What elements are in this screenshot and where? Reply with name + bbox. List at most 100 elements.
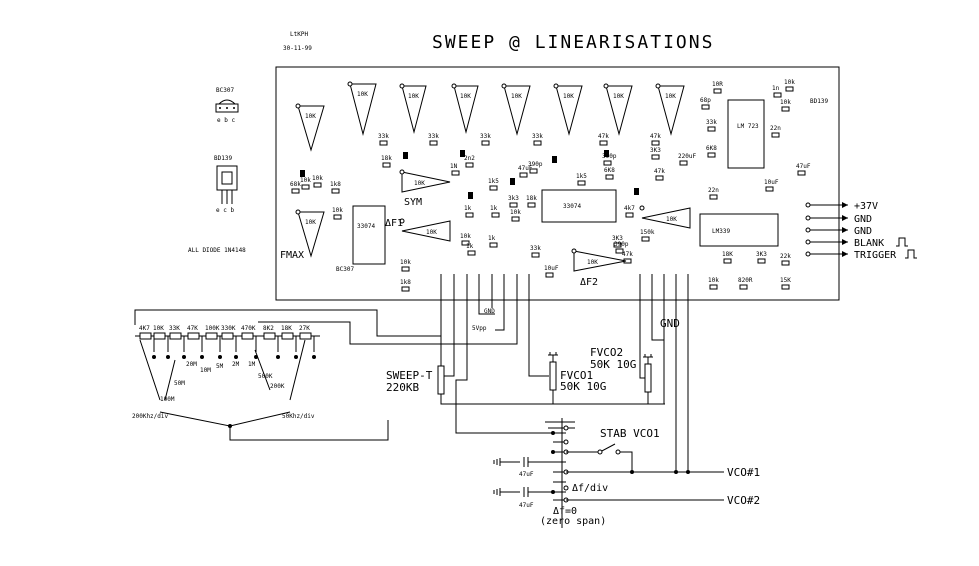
- connector-block: +37V GND GND BLANK TRIGGER: [805, 201, 917, 261]
- component-label-11: 6K8: [706, 145, 717, 152]
- trimmer-value-8: 10K: [305, 219, 316, 226]
- component-label-8: 1n: [772, 85, 780, 92]
- fvco2-value: 50K 10G: [590, 358, 636, 371]
- range-contact-4: [218, 355, 222, 359]
- component-label-7: 10k: [784, 79, 795, 86]
- component-body-40: [613, 242, 622, 248]
- component-label-27: 22n: [708, 187, 719, 194]
- component-body-27: [709, 194, 718, 200]
- component-body-7: [785, 86, 794, 92]
- range-resistor-label-5: 330K: [221, 325, 236, 332]
- component-body-16: [529, 168, 538, 174]
- ic-lm723: [727, 99, 765, 169]
- component-body-55: [781, 106, 790, 112]
- trimmer-value-5: 10K: [563, 93, 574, 100]
- range-label-5: 50M: [174, 380, 185, 387]
- fvco2-label: FVCO2: [590, 346, 623, 359]
- component-body-19: [679, 160, 688, 166]
- component-body-5: [651, 140, 660, 146]
- component-body-20: [655, 175, 664, 181]
- component-body-8: [773, 92, 782, 98]
- trimmer-0: [297, 105, 325, 152]
- svg-text:BC307: BC307: [216, 87, 234, 94]
- range-resistor-label-9: 27K: [299, 325, 310, 332]
- component-body-15: [451, 170, 460, 176]
- trimmer-pad-11: [571, 248, 577, 254]
- range-resistor-5: [221, 332, 234, 340]
- component-body-54: [511, 216, 520, 222]
- range-contact-7: [276, 355, 280, 359]
- gnd-inside-label: GND: [484, 308, 495, 315]
- trimmer-5: [555, 85, 583, 136]
- trimmer-value-11: 10K: [587, 259, 598, 266]
- component-label-4: 47k: [598, 133, 609, 140]
- component-label-18: 3K3: [650, 147, 661, 154]
- component-label-16: 390p: [528, 161, 543, 168]
- range-label-7: 500K: [258, 373, 273, 380]
- component-label-52: 15K: [780, 277, 791, 284]
- bd139-pinout: BD139 e c b: [214, 155, 238, 214]
- range-label-6: 100M: [160, 396, 175, 403]
- trimmer-pad-2: [399, 83, 405, 89]
- range-resistor-6: [241, 332, 254, 340]
- svg-text:e b c: e b c: [217, 117, 235, 124]
- component-label-13: 18k: [381, 155, 392, 162]
- component-label-55: 10k: [780, 99, 791, 106]
- diode-5: [510, 178, 515, 185]
- trimmer-pad-8: [295, 209, 301, 215]
- trimmer-2: [401, 85, 427, 134]
- fvco1-label: FVCO1: [560, 369, 593, 382]
- range-wiper-lines: [139, 339, 306, 401]
- component-body-56: [467, 250, 476, 256]
- component-body-6: [713, 88, 722, 94]
- component-label-44: 47k: [622, 251, 633, 258]
- range-label-2: 5M: [216, 363, 224, 370]
- trimmer-pad-12: [639, 205, 645, 211]
- component-body-10: [707, 126, 716, 132]
- gnd-lower-label: GND: [660, 317, 680, 330]
- component-body-21: [605, 174, 614, 180]
- component-body-23: [765, 186, 774, 192]
- ic-lm723-label: LM 723: [737, 123, 759, 130]
- component-label-47: 22k: [780, 253, 791, 260]
- component-label-32: 18k: [526, 195, 537, 202]
- trimmer-3: [453, 85, 479, 134]
- range-resistor-label-1: 10K: [153, 325, 164, 332]
- diode-3: [634, 188, 639, 195]
- trimmer-7: [657, 85, 685, 136]
- component-label-30: 10k: [312, 175, 323, 182]
- range-label-10: 50Khz/div: [282, 413, 315, 420]
- component-body-3: [533, 140, 542, 146]
- component-body-13: [382, 162, 391, 168]
- range-resistor-label-2: 33K: [169, 325, 180, 332]
- diode-0: [403, 152, 408, 159]
- range-contact-0: [152, 355, 156, 359]
- component-label-22: 1k5: [576, 173, 587, 180]
- range-resistor-label-3: 47K: [187, 325, 198, 332]
- component-body-50: [709, 284, 718, 290]
- cap-label-2: 47uF: [519, 502, 534, 509]
- df-div-label: Δf/div: [572, 483, 608, 494]
- component-label-21: 6K8: [604, 167, 615, 174]
- range-common: [159, 411, 389, 441]
- component-body-38: [333, 214, 342, 220]
- ic-33074-b: [541, 189, 617, 223]
- diode-2: [552, 156, 557, 163]
- component-label-48: 10k: [400, 259, 411, 266]
- trimmer-pad-1: [347, 81, 353, 87]
- label-sym: SYM: [404, 197, 422, 208]
- trimmer-pad-3: [451, 83, 457, 89]
- component-body-51: [739, 284, 748, 290]
- diode-4: [300, 170, 305, 177]
- component-label-54: 10k: [510, 209, 521, 216]
- component-label-38: 10k: [332, 207, 343, 214]
- range-label-1: 10M: [200, 367, 211, 374]
- component-label-12: 22n: [770, 125, 781, 132]
- component-label-56: 1k: [466, 243, 474, 250]
- ic-lm339: [699, 213, 779, 247]
- ic-33074-b-label: 33074: [563, 203, 581, 210]
- component-body-45: [723, 258, 732, 264]
- range-contact-9: [312, 355, 316, 359]
- blank-pulse-icon: [896, 237, 908, 247]
